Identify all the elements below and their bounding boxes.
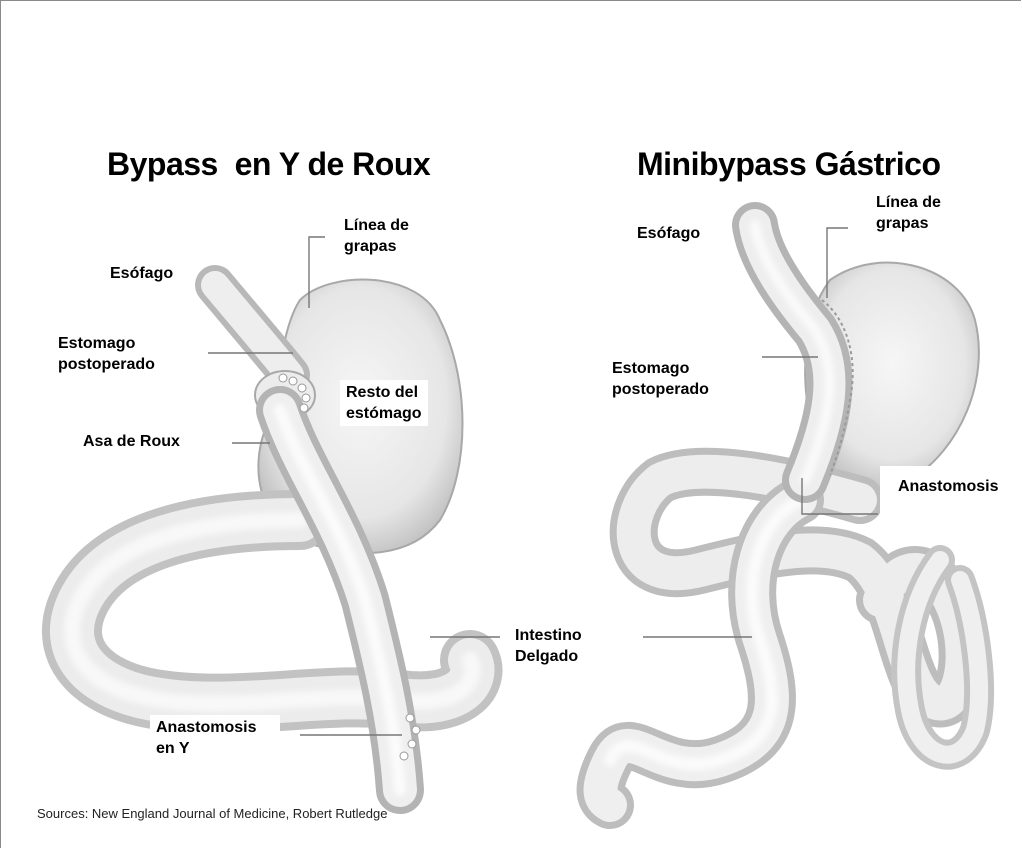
label-right-anastomosis: Anastomosis — [880, 466, 1006, 527]
label-intestino-delgado: Intestino Delgado — [515, 625, 582, 667]
label-left-resto-estomago: Resto del estómago — [340, 380, 428, 426]
label-right-estomago-postoperado: Estomago postoperado — [612, 358, 709, 400]
left-title: Bypass en Y de Roux — [107, 146, 430, 183]
label-right-esofago: Esófago — [637, 223, 700, 244]
source-credit: Sources: New England Journal of Medicine… — [37, 806, 387, 821]
right-title: Minibypass Gástrico — [637, 146, 940, 183]
roux-esophagus — [215, 285, 290, 375]
label-left-estomago-postoperado: Estomago postoperado — [58, 333, 155, 375]
roux-small-intestine-loop — [72, 520, 473, 704]
label-left-linea-grapas: Línea de grapas — [340, 213, 413, 259]
label-left-asa-roux: Asa de Roux — [83, 431, 180, 452]
label-left-esofago: Esófago — [110, 263, 173, 284]
label-left-anastomosis-y: Anastomosis en Y — [150, 715, 280, 763]
mini-esophagus-pouch — [755, 225, 829, 480]
label-right-linea-grapas: Línea de grapas — [872, 190, 945, 236]
